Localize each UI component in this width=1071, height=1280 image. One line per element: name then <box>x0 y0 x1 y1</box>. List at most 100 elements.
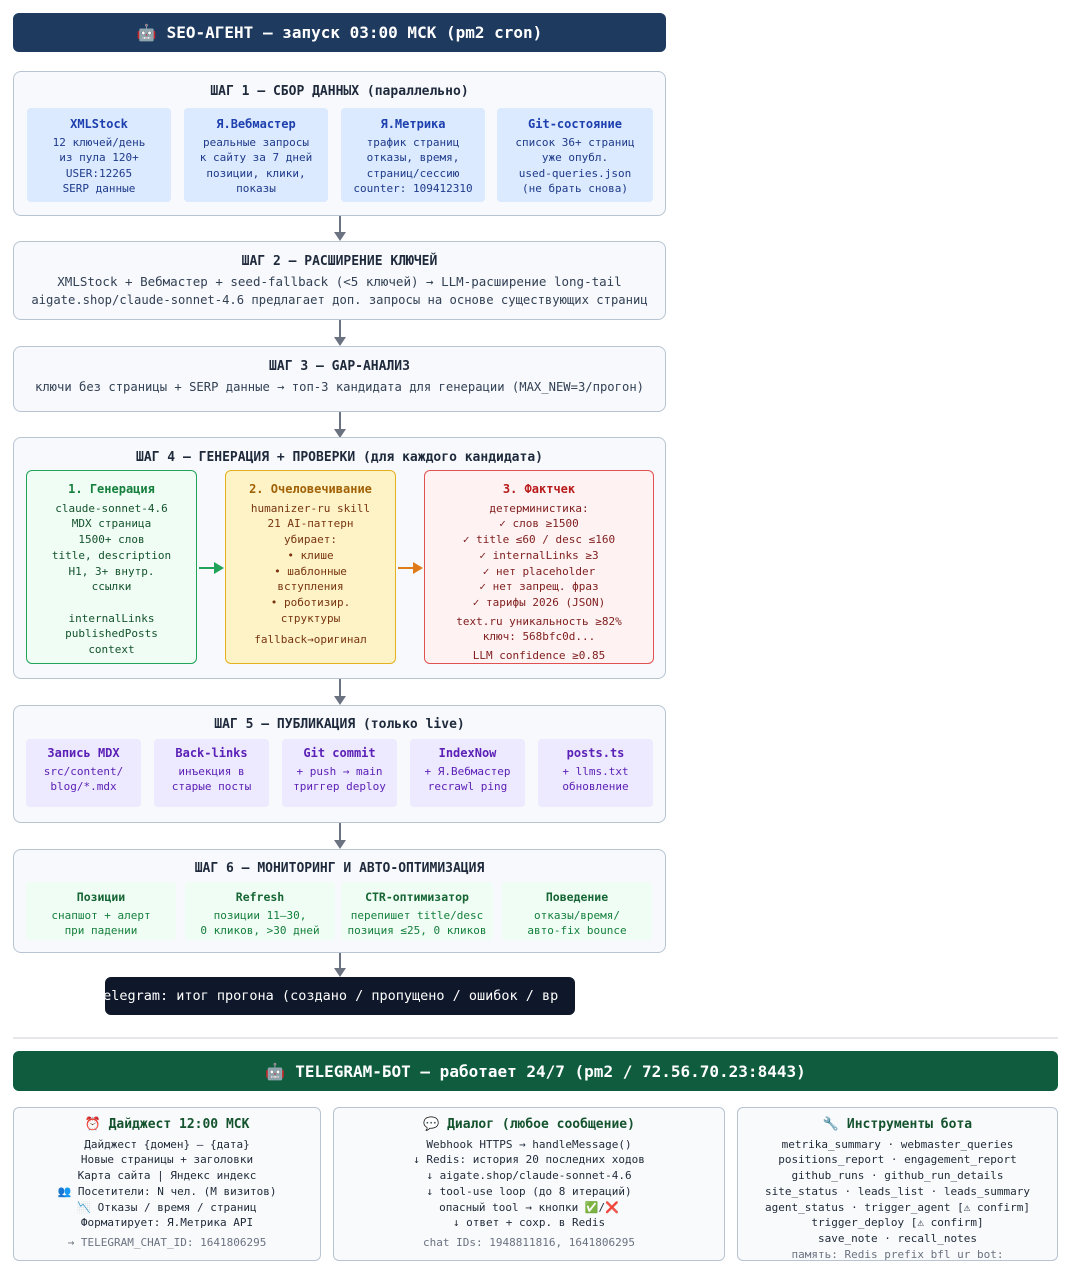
step-4-panel: ШАГ 4 — ГЕНЕРАЦИЯ + ПРОВЕРКИ (для каждог… <box>13 437 666 679</box>
tools-line: positions_report · engagement_report <box>778 1153 1017 1167</box>
step-5-panel: ШАГ 5 — ПУБЛИКАЦИЯ (только live) Запись … <box>13 705 666 823</box>
step-3-line-1: ключи без страницы + SERP данные → топ-3… <box>34 380 644 394</box>
card-line: трафик страниц <box>366 135 460 149</box>
step-3-title: ШАГ 3 — GAP-АНАЛИЗ <box>269 359 410 374</box>
card-title: Git commit <box>303 746 376 760</box>
generation-line: 1500+ слов <box>78 533 145 547</box>
card-title: Я.Вебмастер <box>216 117 296 131</box>
step-6-title: ШАГ 6 — МОНИТОРИНГ И АВТО-ОПТИМИЗАЦИЯ <box>194 861 485 876</box>
generation-box: 1. Генерация claude-sonnet-4.6 MDX стран… <box>26 470 197 664</box>
card-line: обновление <box>562 780 629 793</box>
monitor-card-positions: Позиции снапшот + алерт при падении <box>26 882 176 940</box>
dialog-title-row: 💬 Диалог (любое сообщение) <box>334 1117 724 1133</box>
card-line: уже опубл. <box>541 151 609 164</box>
card-line: 12 ключей/день <box>52 135 146 149</box>
dialog-line: ↓ aigate.shop/claude-sonnet-4.6 <box>426 1169 632 1183</box>
digest-title: Дайджест 12:00 МСК <box>108 1117 250 1132</box>
step-2-line-2: aigate.shop/claude-sonnet-4.6 предлагает… <box>31 293 648 307</box>
generation-line: title, description <box>51 548 172 562</box>
humanizer-line: убирает: <box>284 533 337 547</box>
card-title: posts.ts <box>566 746 625 760</box>
card-line: (не брать снова) <box>522 182 628 195</box>
card-line: + push → main <box>296 764 383 778</box>
digest-chat-id: → TELEGRAM_CHAT_ID: 1641806295 <box>67 1235 267 1249</box>
card-line: при падении <box>64 924 138 937</box>
speech-bubble-icon: 💬 <box>423 1117 440 1132</box>
arrow-head <box>214 562 224 574</box>
step-1-title: ШАГ 1 — СБОР ДАННЫХ (параллельно) <box>210 84 469 99</box>
tools-line: agent_status · trigger_agent [⚠ confirm] <box>765 1200 1030 1214</box>
card-line: авто-fix bounce <box>527 924 627 937</box>
card-title: IndexNow <box>438 746 497 760</box>
seo-agent-header: 🤖 SEO-АГЕНТ — запуск 03:00 МСК (pm2 cron… <box>13 13 666 52</box>
factcheck-title: 3. Фактчек <box>502 482 576 496</box>
digest-line: 👥 Посетители: N чел. (M визитов) <box>57 1184 277 1198</box>
step-5-title: ШАГ 5 — ПУБЛИКАЦИЯ (только live) <box>214 717 465 732</box>
factcheck-line: детерминистика: <box>489 501 589 515</box>
tools-line: metrika_summary · webmaster_queries <box>781 1137 1014 1151</box>
digest-line: Дайджест {домен} — {дата} <box>84 1137 250 1151</box>
generation-line: ссылки <box>91 580 132 594</box>
card-title: Позиции <box>76 890 126 904</box>
source-card-xmlstock: XMLStock 12 ключей/день из пула 120+ USE… <box>27 108 171 202</box>
card-line: отказы, время, <box>366 151 460 164</box>
factcheck-line: ✓ title ≤60 / desc ≤160 <box>462 533 616 547</box>
card-line: counter: 109412310 <box>353 182 473 195</box>
publish-card-mdx: Запись MDX src/content/ blog/*.mdx <box>26 739 141 807</box>
telegram-summary-text: Telegram: итог прогона (создано / пропущ… <box>105 988 559 1004</box>
factcheck-box: 3. Фактчек детерминистика: ✓ слов ≥1500 … <box>424 470 654 664</box>
card-line: позиции, клики, <box>206 166 306 180</box>
telegram-summary-bar: Telegram: итог прогона (создано / пропущ… <box>105 977 575 1015</box>
humanizer-line: • шаблонные <box>274 564 347 578</box>
digest-line: 📉 Отказы / время / страниц <box>77 1200 257 1214</box>
seo-agent-title: SEO-АГЕНТ — запуск 03:00 МСК (pm2 cron) <box>166 23 543 42</box>
factcheck-line: ключ: 568bfc0d... <box>482 630 596 644</box>
wrench-icon: 🔧 <box>822 1117 840 1132</box>
source-card-git-state: Git-состояние список 36+ страниц уже опу… <box>497 108 653 202</box>
card-title: CTR-оптимизатор <box>365 890 469 904</box>
card-line: 0 кликов, >30 дней <box>200 924 320 937</box>
tools-memory-note: память: Redis prefix bfl_ur_bot: <box>791 1247 1004 1261</box>
digest-title-row: ⏰ Дайджест 12:00 МСК <box>14 1117 320 1133</box>
arrow-head <box>413 562 423 574</box>
humanizer-footer: fallback→оригинал <box>254 633 367 647</box>
card-line: recrawl ping <box>427 780 508 793</box>
humanizer-line: вступления <box>277 580 344 594</box>
card-title: Поведение <box>545 890 609 904</box>
source-card-webmaster: Я.Вебмастер реальные запросы к сайту за … <box>184 108 328 202</box>
publish-card-backlinks: Back-links инъекция в старые посты <box>154 739 269 807</box>
monitor-card-refresh: Refresh позиции 11–30, 0 кликов, >30 дне… <box>185 882 335 940</box>
dialog-line: ↓ Redis: история 20 последних ходов <box>413 1153 645 1167</box>
generation-line: claude-sonnet-4.6 <box>55 501 168 515</box>
card-line: + Я.Вебмастер <box>424 764 511 778</box>
generation-line: publishedPosts <box>65 627 158 641</box>
card-line: позиция ≤25, 0 кликов <box>347 924 487 937</box>
card-line: инъекция в <box>178 764 245 778</box>
publish-card-indexnow: IndexNow + Я.Вебмастер recrawl ping <box>410 739 525 807</box>
publish-card-posts: posts.ts + llms.txt обновление <box>538 739 653 807</box>
humanizer-title: 2. Очеловечивание <box>249 482 372 496</box>
card-line: отказы/время/ <box>533 908 621 922</box>
tools-title: Инструменты бота <box>846 1117 973 1132</box>
card-line: снапшот + алерт <box>51 908 151 922</box>
tools-line: save_note · recall_notes <box>818 1231 977 1245</box>
dialog-line: опасный tool → кнопки ✅/❌ <box>439 1200 619 1214</box>
card-line: показы <box>236 182 276 195</box>
alarm-clock-icon: ⏰ <box>84 1117 101 1132</box>
card-line: src/content/ <box>43 764 124 778</box>
robot-icon: 🤖 <box>265 1061 286 1081</box>
card-line: USER:12265 <box>65 166 133 180</box>
step-4-title: ШАГ 4 — ГЕНЕРАЦИЯ + ПРОВЕРКИ (для каждог… <box>136 450 543 465</box>
factcheck-line: ✓ тарифы 2026 (JSON) <box>472 595 606 609</box>
dialog-line: ↓ tool-use loop (до 8 итераций) <box>426 1184 632 1198</box>
digest-line: Карта сайта | Яндекс индекс <box>77 1169 257 1183</box>
card-line: used-queries.json <box>518 166 632 180</box>
humanizer-box: 2. Очеловечивание humanizer-ru skill 21 … <box>225 470 396 664</box>
section-divider <box>13 1037 1058 1039</box>
step-2-panel: ШАГ 2 — РАСШИРЕНИЕ КЛЮЧЕЙ XMLStock + Веб… <box>13 241 666 320</box>
card-line: страниц/сессию <box>366 166 460 180</box>
dialog-chat-ids: chat IDs: 1948811816, 1641806295 <box>423 1235 635 1249</box>
arrow-step3-step4 <box>334 412 346 438</box>
card-title: Git-состояние <box>528 117 622 131</box>
factcheck-line: ✓ нет placeholder <box>482 564 596 578</box>
